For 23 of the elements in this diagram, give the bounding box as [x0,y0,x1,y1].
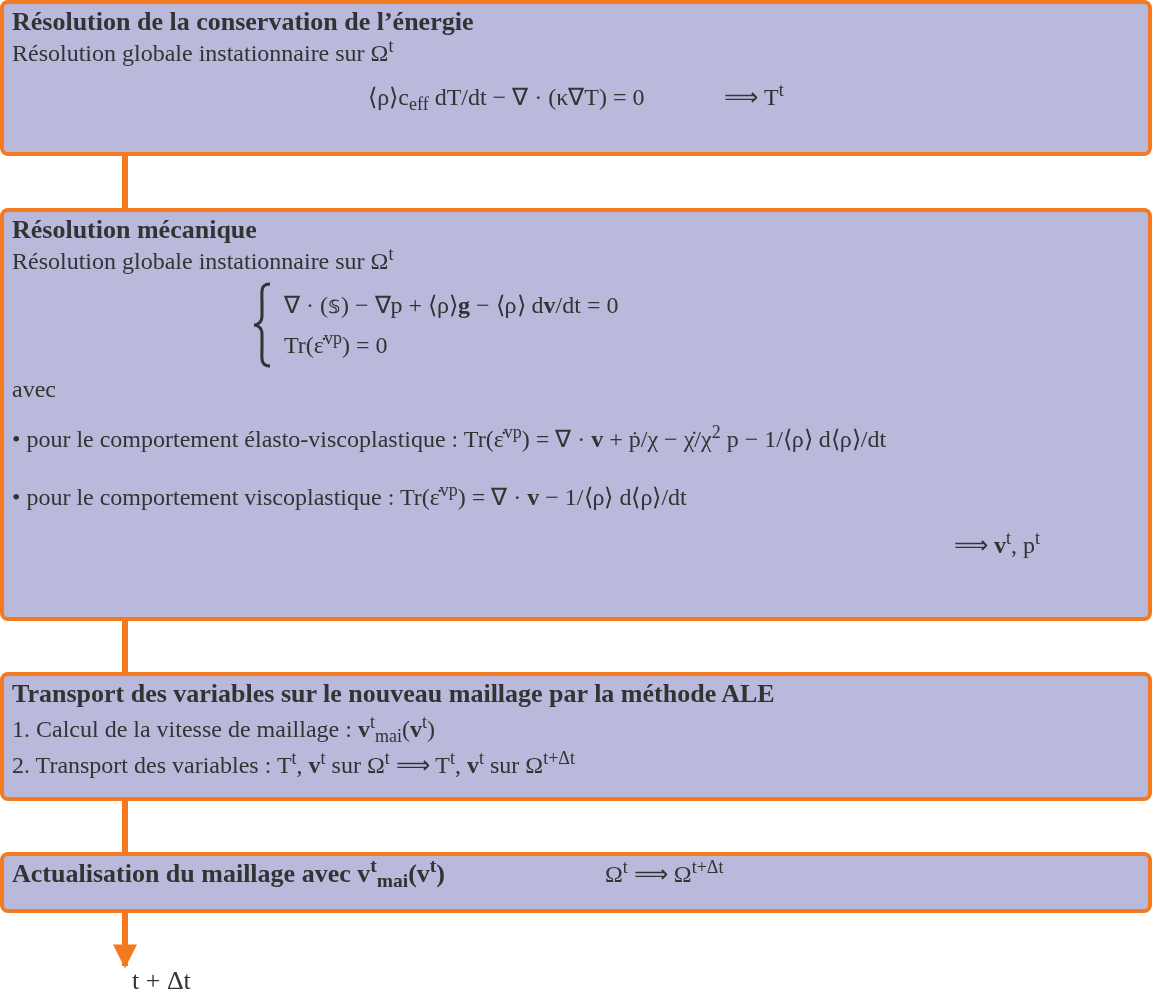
step-heading: Résolution de la conservation de l’énergie [12,6,475,38]
step-description: Résolution globale instationnaire sur Ω$^{t}$ [12,246,395,276]
process-box [0,852,1152,913]
result: Ω$^{t}$ ⟹ Ω$^{t+Δt}$ [605,859,724,889]
equation: Tr(ε̇$^{vp}$) = 0 [284,330,389,360]
connector-arrow [113,913,137,969]
time-label: t + Δt [131,966,192,996]
process-box [0,0,1152,156]
result: ⟹ T$^{t}$ [724,82,784,112]
step-heading: Résolution mécanique [12,214,258,246]
step-description: avec [12,375,57,404]
equation: ⟨ρ⟩c$_{eff}$ dT/dt − ∇ · (κ∇T) = 0 [368,83,645,112]
step-heading: Transport des variables sur le nouveau maillage par la méthode ALE [12,678,776,710]
step-description: 2. Transport des variables : T$^{t}$, v$^{t}$ sur Ω$^{t}$ ⟹ T$^{t}$, v$^{t}$ sur Ω$^{t+Δt}$ [12,750,576,780]
step-description: 1. Calcul de la vitesse de maillage : v$^{t}$$_{mai}$(v$^{t}$) [12,714,436,744]
step-heading: Actualisation du maillage avec v$^{t}$$_{mai}$(v$^{t}$) [12,858,445,890]
result: ⟹ v$^{t}$, p$^{t}$ [953,530,1040,560]
step-description: Résolution globale instationnaire sur Ω$^{t}$ [12,38,395,68]
equation: ∇ · (𝕤) − ∇p + ⟨ρ⟩g − ⟨ρ⟩ dv/dt = 0 [284,291,619,320]
process-box [0,208,1152,621]
process-box [0,672,1152,801]
bullet-equation: • pour le comportement viscoplastique : Tr(ε̇$^{vp}$) = ∇ · v − 1/⟨ρ⟩ d⟨ρ⟩/dt [12,482,688,512]
bullet-equation: • pour le comportement élasto-viscoplastique : Tr(ε̇$^{vp}$) = ∇ · v + ṗ/χ − χ̇/χ$^{2}$ p − 1/⟨ρ⟩ d⟨ρ⟩/dt [12,424,888,454]
